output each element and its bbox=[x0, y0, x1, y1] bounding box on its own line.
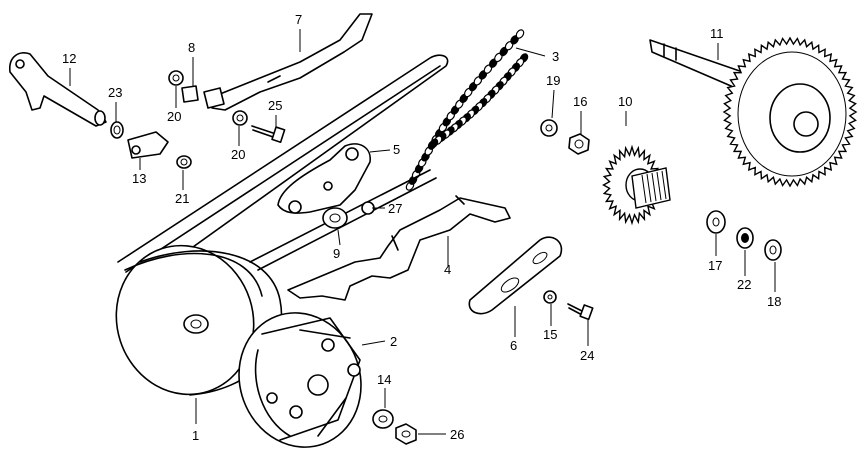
callout-20-lower: 20 bbox=[231, 147, 245, 162]
pulley-drum bbox=[115, 244, 283, 396]
bracket-arm bbox=[287, 195, 511, 301]
lever-arm-13 bbox=[127, 131, 169, 159]
washer-14 bbox=[372, 409, 394, 429]
callout-25: 25 bbox=[268, 98, 282, 113]
callout-19: 19 bbox=[546, 73, 560, 88]
bolt-25 bbox=[251, 125, 286, 144]
callout-21: 21 bbox=[175, 191, 189, 206]
drive-chain bbox=[405, 29, 529, 191]
chain-guide bbox=[468, 236, 563, 315]
washer-18 bbox=[764, 239, 782, 261]
callout-6: 6 bbox=[510, 338, 517, 353]
tensioner-blade bbox=[209, 13, 373, 111]
callout-14: 14 bbox=[377, 372, 391, 387]
callout-5: 5 bbox=[393, 142, 400, 157]
leader-lines bbox=[69, 29, 776, 435]
callout-20-upper: 20 bbox=[167, 109, 181, 124]
callout-labels: 1 2 3 4 5 6 7 8 9 10 11 12 13 14 15 16 1… bbox=[62, 12, 781, 443]
callout-22: 22 bbox=[737, 277, 751, 292]
drive-belt bbox=[117, 54, 449, 273]
callout-15: 15 bbox=[543, 327, 557, 342]
callout-23: 23 bbox=[108, 85, 122, 100]
callout-24: 24 bbox=[580, 348, 594, 363]
final-gear-shaft bbox=[649, 36, 858, 188]
bolt-24 bbox=[567, 303, 594, 321]
callout-13: 13 bbox=[132, 171, 146, 186]
callout-18: 18 bbox=[767, 294, 781, 309]
washer-15 bbox=[543, 290, 557, 304]
callout-8: 8 bbox=[188, 40, 195, 55]
callout-9: 9 bbox=[333, 246, 340, 261]
callout-27: 27 bbox=[388, 201, 402, 216]
callout-12: 12 bbox=[62, 51, 76, 66]
nut-16 bbox=[568, 133, 590, 155]
washer-23 bbox=[110, 121, 124, 139]
callout-11: 11 bbox=[710, 26, 724, 41]
washer-17 bbox=[706, 210, 726, 234]
callout-7: 7 bbox=[295, 12, 302, 27]
nut-26 bbox=[395, 423, 417, 445]
bushing-set bbox=[168, 70, 248, 126]
clutch-shoe-assembly bbox=[238, 312, 362, 448]
callout-10: 10 bbox=[618, 94, 632, 109]
bearing-22 bbox=[736, 227, 754, 249]
callout-16: 16 bbox=[573, 94, 587, 109]
sprocket bbox=[602, 144, 671, 226]
callout-4: 4 bbox=[444, 262, 451, 277]
lever-shaft bbox=[9, 52, 107, 127]
washer-19 bbox=[540, 119, 558, 137]
tensioner-arm bbox=[277, 143, 371, 214]
callout-3: 3 bbox=[552, 49, 559, 64]
nut-21 bbox=[176, 155, 192, 169]
callout-1: 1 bbox=[192, 428, 199, 443]
callout-26: 26 bbox=[450, 427, 464, 442]
callout-17: 17 bbox=[708, 258, 722, 273]
callout-2: 2 bbox=[390, 334, 397, 349]
